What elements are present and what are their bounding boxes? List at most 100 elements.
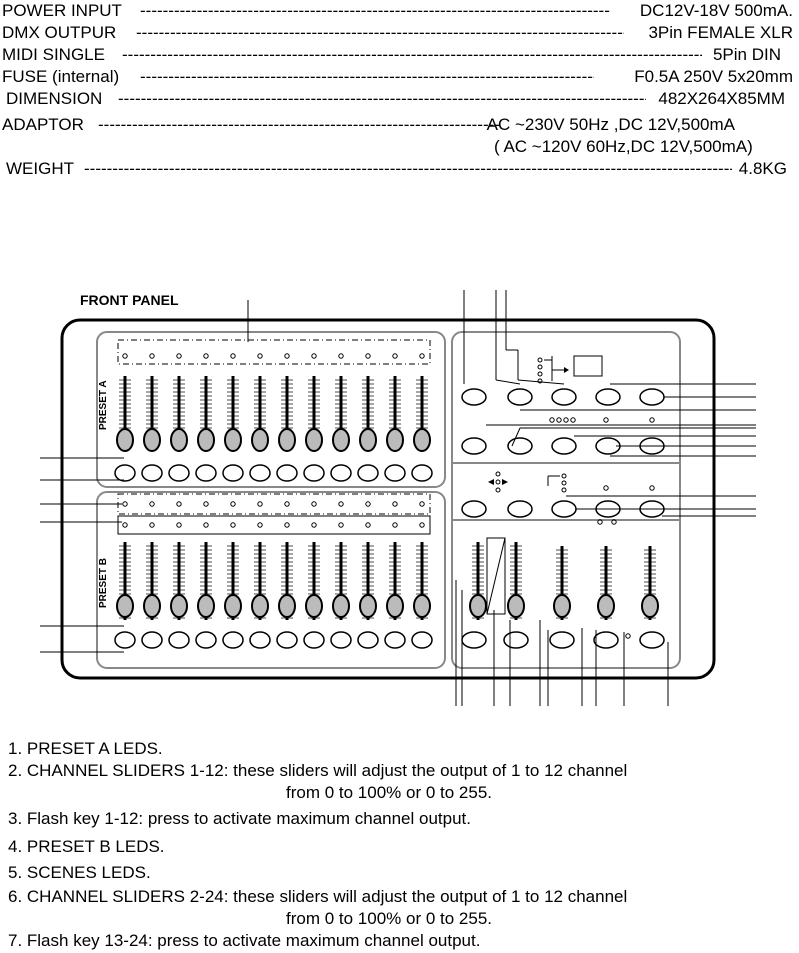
flash-key xyxy=(330,631,352,649)
spec-midi: MIDI SINGLE ----------------------------… xyxy=(0,44,799,66)
spec-leader: ----------------------------------------… xyxy=(118,89,646,108)
control-button xyxy=(551,437,577,455)
spec-value: DC12V-18V 500mA. xyxy=(639,1,793,20)
flash-key xyxy=(384,631,406,649)
channel-sliders-13-24 xyxy=(116,542,431,620)
led xyxy=(311,501,317,507)
spec-adaptor-alt: ( AC ~120V 60Hz,DC 12V,500mA) xyxy=(494,137,753,156)
slider-knob xyxy=(224,594,242,618)
spec-weight: WEIGHT ---------------------------------… xyxy=(0,158,799,180)
panel-body xyxy=(60,318,716,680)
callout-line xyxy=(511,427,521,447)
led xyxy=(603,485,609,491)
slider-knob xyxy=(143,594,161,618)
flash-key xyxy=(357,631,379,649)
led xyxy=(149,353,155,359)
flash-key xyxy=(222,631,244,649)
spec-key: WEIGHT xyxy=(6,159,74,178)
slider-knob xyxy=(251,428,269,452)
crossfade-box xyxy=(486,537,506,615)
led xyxy=(392,522,398,528)
flash-key xyxy=(276,464,298,482)
led xyxy=(257,353,263,359)
led xyxy=(419,522,425,528)
led xyxy=(230,353,236,359)
slider-knob xyxy=(170,428,188,452)
control-button xyxy=(507,437,533,455)
spec-value: 482X264X85MM xyxy=(658,89,785,108)
control-button xyxy=(461,388,487,406)
slider-knob xyxy=(597,594,615,618)
legend-item-5: 5. SCENES LEDS. xyxy=(8,863,151,882)
led xyxy=(570,417,576,423)
control-button xyxy=(639,388,665,406)
led xyxy=(338,522,344,528)
crossfade-link xyxy=(486,537,506,615)
spec-value: 5Pin DIN xyxy=(712,45,781,64)
led xyxy=(122,501,128,507)
control-button xyxy=(507,388,533,406)
led xyxy=(284,353,290,359)
slider-knob xyxy=(278,594,296,618)
master-sliders xyxy=(469,537,659,620)
led xyxy=(419,501,425,507)
flash-key xyxy=(303,464,325,482)
led-row xyxy=(122,522,425,528)
flash-key xyxy=(411,464,433,482)
control-button xyxy=(461,631,487,649)
callout-line xyxy=(517,379,565,385)
flash-key xyxy=(195,631,217,649)
slider-knob xyxy=(413,594,431,618)
spec-adaptor: ADAPTOR --------------------------------… xyxy=(0,114,799,136)
legend-item-2-cont: from 0 to 100% or 0 to 255. xyxy=(286,783,493,802)
led xyxy=(230,522,236,528)
led xyxy=(603,417,609,423)
callout-line xyxy=(495,379,521,385)
spec-key: FUSE (internal) xyxy=(2,67,120,86)
slider-knob xyxy=(224,428,242,452)
led xyxy=(311,353,317,359)
led xyxy=(649,417,655,423)
control-button xyxy=(503,631,529,649)
slider-knob xyxy=(116,594,134,618)
spec-fuse: FUSE (internal) ------------------------… xyxy=(0,66,799,88)
slider-knob xyxy=(641,594,659,618)
scene-leds xyxy=(117,515,431,535)
slider-knob xyxy=(116,428,134,452)
legend-item-7: 7. Flash key 13-24: press to activate ma… xyxy=(8,931,481,950)
led xyxy=(338,353,344,359)
flash-key xyxy=(168,631,190,649)
page-indicator-icon xyxy=(547,473,567,493)
led xyxy=(338,501,344,507)
spec-leader: ----------------------------------------… xyxy=(140,67,594,86)
slider-knob xyxy=(143,428,161,452)
spec-key: DIMENSION xyxy=(6,89,103,108)
flash-key xyxy=(276,631,298,649)
preset-b-leds xyxy=(117,493,431,515)
led xyxy=(284,501,290,507)
flash-keys-13-24 xyxy=(114,631,433,649)
slider-knob xyxy=(278,428,296,452)
led xyxy=(176,522,182,528)
status-leds xyxy=(549,417,655,639)
led xyxy=(284,522,290,528)
flash-key xyxy=(114,631,136,649)
mode-arrow-icon xyxy=(488,471,508,493)
slider-knob xyxy=(386,594,404,618)
spec-leader: ----------------------------------------… xyxy=(84,159,732,178)
spec-dimension: DIMENSION ------------------------------… xyxy=(0,88,799,110)
channel-sliders-1-12 xyxy=(116,376,431,452)
led xyxy=(563,417,569,423)
led xyxy=(149,522,155,528)
spec-key: ADAPTOR xyxy=(2,115,84,134)
flash-key xyxy=(330,464,352,482)
front-panel-title: FRONT PANEL xyxy=(80,292,179,308)
slider-knob xyxy=(251,594,269,618)
legend-item-6-cont: from 0 to 100% or 0 to 255. xyxy=(286,909,493,928)
legend-item-4: 4. PRESET B LEDS. xyxy=(8,837,165,856)
flash-key xyxy=(141,464,163,482)
led xyxy=(257,501,263,507)
preset-a-leds xyxy=(117,339,431,365)
flash-key xyxy=(384,464,406,482)
control-button xyxy=(639,631,665,649)
